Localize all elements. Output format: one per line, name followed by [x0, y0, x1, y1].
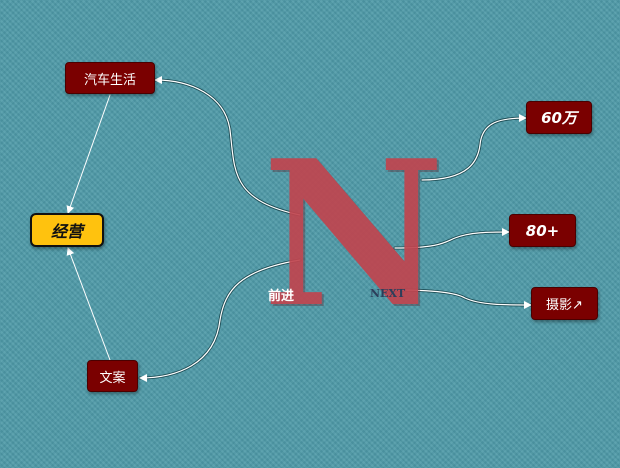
- node-photography[interactable]: 摄影↗: [531, 287, 598, 320]
- node-hub-operation[interactable]: 经营: [30, 213, 104, 247]
- center-logo-letter: N: [262, 117, 445, 352]
- node-600k-label: 60万: [541, 109, 577, 127]
- node-copywriting[interactable]: 文案: [87, 360, 138, 392]
- node-hub-label: 经营: [50, 222, 83, 241]
- node-80plus[interactable]: 80+: [509, 214, 576, 247]
- node-600k[interactable]: 60万: [526, 101, 592, 134]
- node-photography-label: 摄影↗: [546, 298, 583, 313]
- center-right-label: NEXT: [370, 287, 406, 300]
- center-left-label: 前进: [268, 289, 295, 304]
- node-car-life[interactable]: 汽车生活: [65, 62, 155, 94]
- node-car-life-label: 汽车生活: [83, 72, 136, 88]
- node-copywriting-label: 文案: [99, 370, 126, 386]
- node-80plus-label: 80+: [525, 221, 560, 240]
